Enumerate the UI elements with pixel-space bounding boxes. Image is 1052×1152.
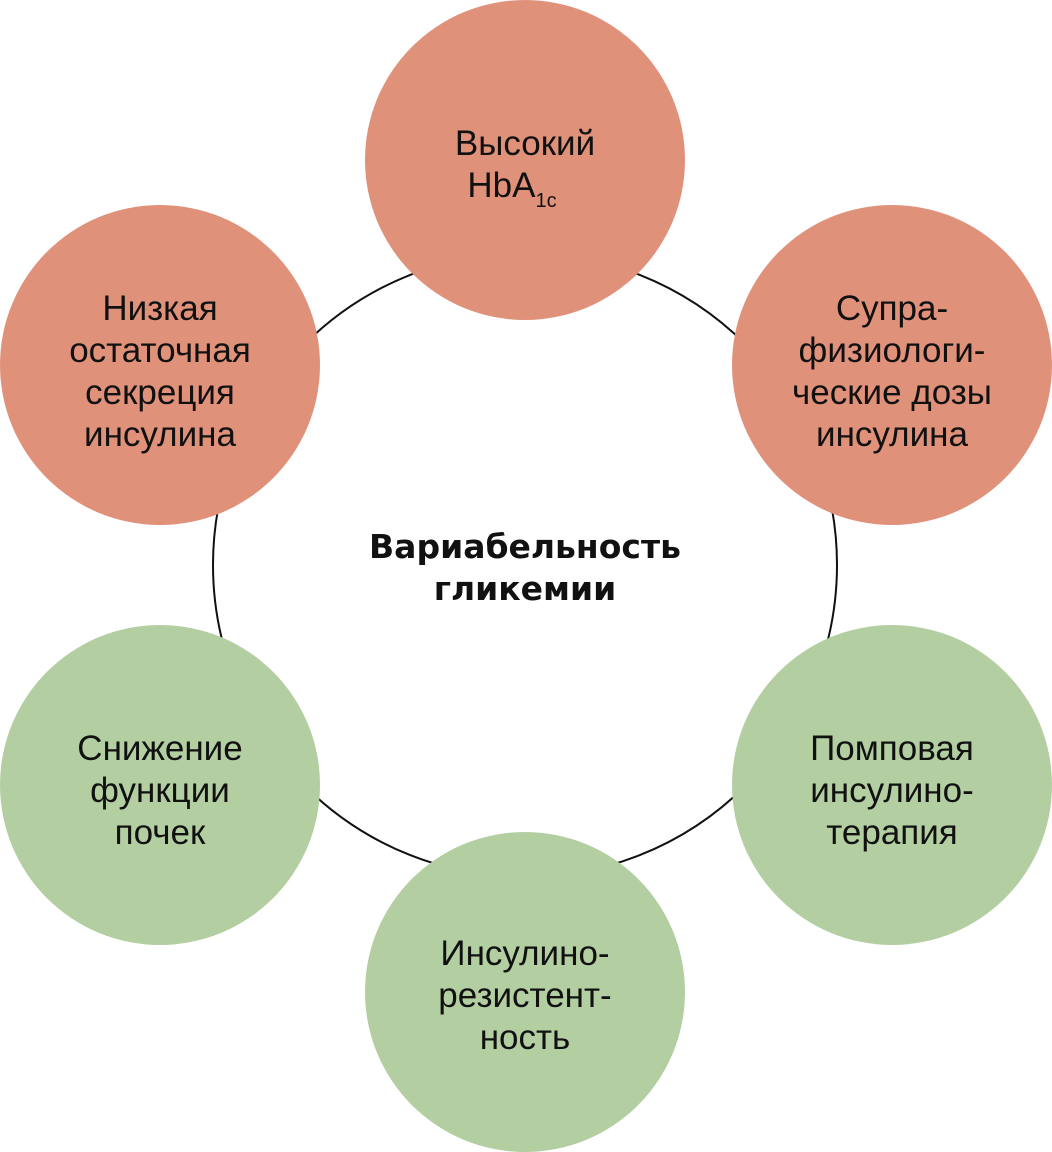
center-label-line: Вариабельность bbox=[369, 527, 681, 566]
node-label-line: Помповая bbox=[810, 729, 974, 768]
subscript-1c: 1c bbox=[535, 190, 556, 212]
node-label-line: Высокий bbox=[455, 124, 595, 163]
node-label-line: секреция bbox=[85, 373, 235, 412]
node-label-line: терапия bbox=[826, 813, 958, 852]
node-low-residual-secretion: Низкая остаточная секреция инсулина bbox=[0, 205, 320, 525]
node-label-line: Супра- bbox=[836, 289, 948, 328]
node-circle bbox=[0, 205, 320, 525]
node-label-line: функции bbox=[90, 771, 230, 810]
node-circle bbox=[365, 0, 685, 320]
node-label-line: физиологи- bbox=[799, 331, 986, 370]
node-label-line: Снижение bbox=[77, 729, 242, 768]
node-circle bbox=[365, 832, 685, 1152]
node-label-line: ческие дозы bbox=[792, 373, 992, 412]
node-label-line: Низкая bbox=[102, 289, 217, 328]
center-label: Вариабельность гликемии bbox=[369, 527, 681, 608]
node-label-line: почек bbox=[115, 813, 206, 852]
node-circle bbox=[0, 625, 320, 945]
node-circle bbox=[732, 205, 1052, 525]
node-label-line: HbA1c bbox=[467, 166, 556, 212]
node-label-line: ность bbox=[480, 1018, 571, 1057]
node-label-line: инсулина bbox=[816, 415, 968, 454]
node-reduced-kidney-function: Снижение функции почек bbox=[0, 625, 320, 945]
node-label-line: резистент- bbox=[438, 976, 611, 1015]
node-insulin-resistance: Инсулино- резистент- ность bbox=[365, 832, 685, 1152]
node-label-line: инсулина bbox=[84, 415, 236, 454]
node-circle bbox=[732, 625, 1052, 945]
node-label-line: Инсулино- bbox=[440, 934, 609, 973]
node-supraphysiologic-doses: Супра- физиологи- ческие дозы инсулина bbox=[732, 205, 1052, 525]
node-label-line: инсулино- bbox=[810, 771, 974, 810]
node-label-line: остаточная bbox=[69, 331, 251, 370]
hba-text: HbA bbox=[467, 166, 536, 205]
node-pump-therapy: Помповая инсулино- терапия bbox=[732, 625, 1052, 945]
node-high-hba1c: Высокий HbA1c bbox=[365, 0, 685, 320]
center-label-line: гликемии bbox=[434, 569, 617, 608]
